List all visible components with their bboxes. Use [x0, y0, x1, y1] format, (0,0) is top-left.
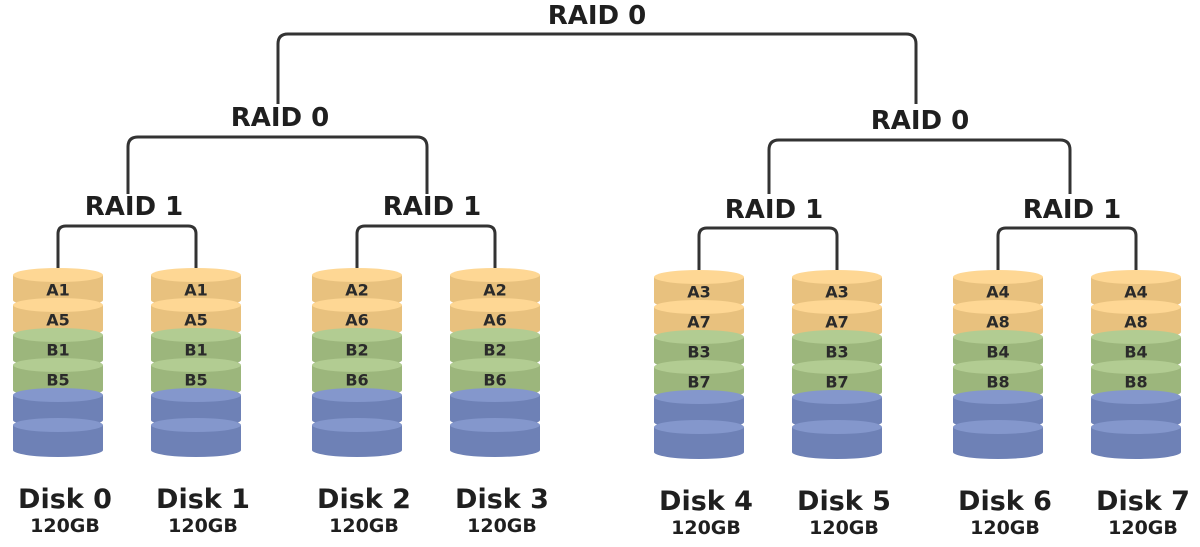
block-label: B3	[825, 343, 848, 362]
block-label: A1	[46, 281, 70, 300]
disk-name: Disk 3	[455, 484, 549, 515]
block-label: B2	[483, 341, 506, 360]
free-space-segment	[450, 418, 540, 457]
connector-mirror-3	[697, 226, 839, 270]
disk-size: 120GB	[970, 517, 1040, 539]
block-label: B3	[687, 343, 710, 362]
block-label: A5	[46, 311, 70, 330]
block-label: B7	[825, 373, 848, 392]
connector-left-raid0	[126, 135, 429, 194]
disk-name: Disk 5	[797, 486, 891, 517]
connector-mirror-1	[56, 224, 198, 268]
disk-size: 120GB	[329, 515, 399, 537]
block-label: B8	[986, 373, 1009, 392]
block-label: B1	[184, 341, 207, 360]
block-label: B5	[184, 371, 207, 390]
free-space-segment	[953, 420, 1043, 459]
disk-name: Disk 0	[18, 484, 112, 515]
disk-name: Disk 2	[317, 484, 411, 515]
block-label: A6	[483, 311, 507, 330]
block-label: B5	[46, 371, 69, 390]
disk-size: 120GB	[30, 515, 100, 537]
block-label: A4	[986, 283, 1010, 302]
disk-size: 120GB	[168, 515, 238, 537]
block-label: A8	[986, 313, 1010, 332]
free-space-segment	[312, 418, 402, 457]
raid0-top-label: RAID 0	[548, 1, 647, 31]
free-space-segment	[1091, 420, 1181, 459]
block-label: B6	[345, 371, 368, 390]
block-label: A6	[345, 311, 369, 330]
disk-name: Disk 6	[958, 486, 1052, 517]
block-label: A3	[825, 283, 849, 302]
disk-name: Disk 4	[659, 486, 753, 517]
raid1-label-2: RAID 1	[383, 192, 482, 222]
block-label: A2	[483, 281, 507, 300]
connector-mirror-2	[355, 224, 497, 268]
connector-right-raid0	[767, 138, 1072, 194]
block-label: A7	[687, 313, 711, 332]
block-label: A2	[345, 281, 369, 300]
disk-size: 120GB	[1108, 517, 1178, 539]
block-label: A5	[184, 311, 208, 330]
disk-name: Disk 1	[156, 484, 250, 515]
raid0-right-label: RAID 0	[871, 106, 970, 136]
free-space-segment	[654, 420, 744, 459]
block-a1: A1	[13, 268, 103, 307]
connector-mirror-4	[996, 226, 1138, 270]
raid1-label-4: RAID 1	[1023, 195, 1122, 225]
free-space-segment	[13, 418, 103, 457]
block-label: B6	[483, 371, 506, 390]
disk-size: 120GB	[809, 517, 879, 539]
raid1-label-1: RAID 1	[85, 192, 184, 222]
disk-size: 120GB	[671, 517, 741, 539]
block-label: B8	[1124, 373, 1147, 392]
connector-top-raid0	[276, 32, 918, 104]
free-space-segment	[151, 418, 241, 457]
block-label: B1	[46, 341, 69, 360]
disk-size: 120GB	[467, 515, 537, 537]
block-label: A3	[687, 283, 711, 302]
block-label: A8	[1124, 313, 1148, 332]
block-label: A7	[825, 313, 849, 332]
block-label: B4	[1124, 343, 1147, 362]
block-label: B7	[687, 373, 710, 392]
block-label: A1	[184, 281, 208, 300]
disk-name: Disk 7	[1096, 486, 1190, 517]
block-label: B4	[986, 343, 1009, 362]
raid1-label-3: RAID 1	[725, 195, 824, 225]
block-label: A4	[1124, 283, 1148, 302]
connector-lines	[56, 32, 1138, 270]
raid-labels: RAID 0 RAID 0 RAID 0 RAID 1 RAID 1 RAID …	[85, 1, 1122, 225]
free-space-segment	[792, 420, 882, 459]
raid0-left-label: RAID 0	[231, 103, 330, 133]
block-label: B2	[345, 341, 368, 360]
